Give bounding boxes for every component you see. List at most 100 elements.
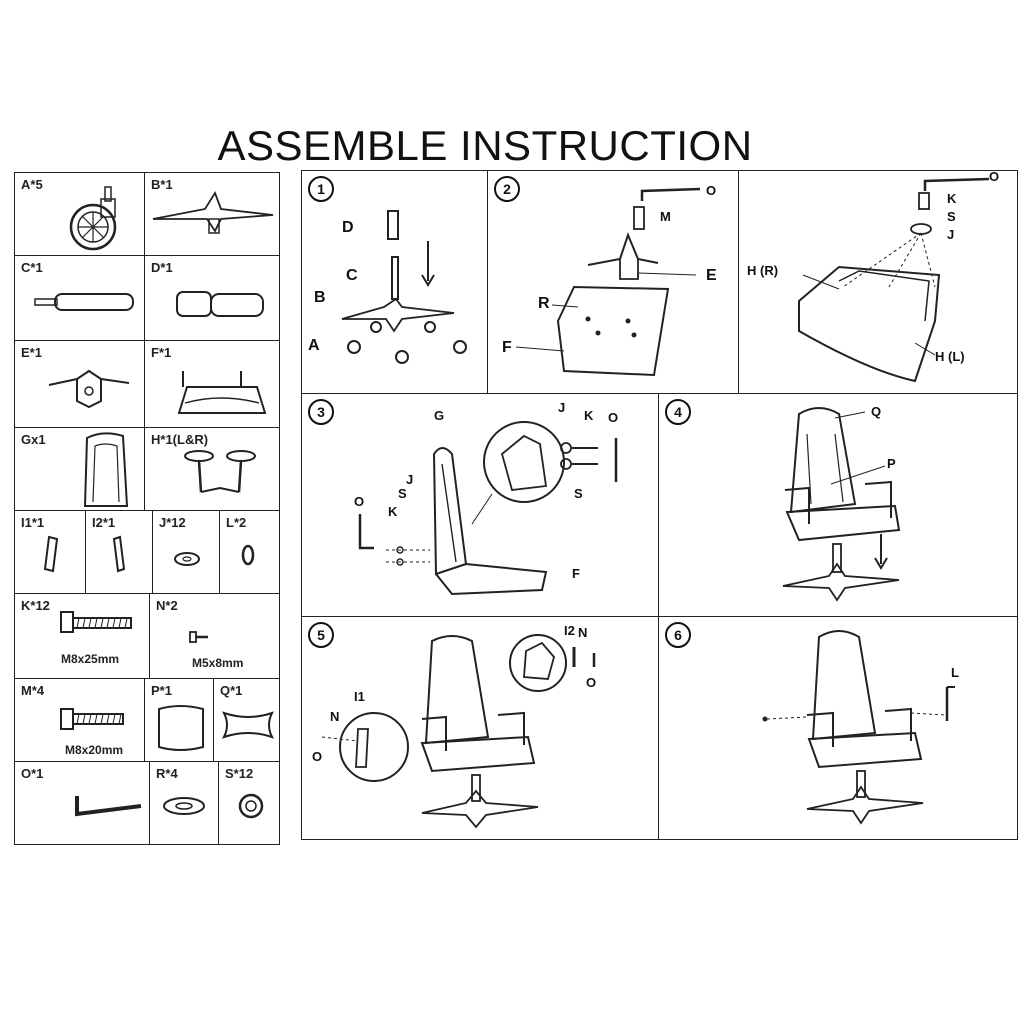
side-cover-diagram [321,634,596,829]
callout: R [538,295,550,312]
part-label: L*2 [226,515,247,530]
step-number: 1 [308,176,334,202]
part-cell-b: B*1 [144,172,280,256]
callout: P [887,456,896,471]
callout: M [660,209,671,224]
step-number: 4 [665,399,691,425]
part-label: P*1 [151,683,172,698]
callout: J [947,227,955,242]
callout: O [586,675,597,690]
page-title: ASSEMBLE INSTRUCTION [217,122,753,169]
step-3-panel: 3 G J K O S J K O F S [301,393,659,617]
part-cell-r: R*4 [149,761,219,845]
step-number: 2 [494,176,520,202]
ring-icon [241,544,255,566]
callout: F [572,566,580,581]
step-2-panel: 2 O M E R F [487,170,739,394]
part-label: Gx1 [21,432,46,447]
part-label: A*5 [21,177,43,192]
part-label: K*12 [21,598,50,613]
bolt-long-icon [60,611,132,633]
mechanism-icon [48,369,130,409]
part-cell-m: M*4 M8x20mm [14,678,145,762]
part-label: R*4 [156,766,178,781]
callout: K [388,504,398,519]
callout: S [398,486,407,501]
cover-left-icon [43,535,59,573]
callout: L [951,665,959,680]
callout: B [314,289,326,306]
cylinder-cover-icon [176,291,264,317]
callout: K [584,408,594,423]
part-label: M*4 [21,683,45,698]
part-size: M5x8mm [192,656,244,670]
chair-onto-base-diagram [782,407,901,602]
step-4-panel: 4 Q P [658,393,1018,617]
armrest-cover-diagram [762,630,955,825]
part-label: N*2 [156,598,178,613]
star-base-icon [152,190,274,234]
seat-icon [177,371,267,414]
cover-right-icon [112,535,126,573]
callout: I2 [564,623,575,638]
part-cell-o: O*1 [14,761,150,845]
part-cell-f: F*1 [144,340,280,428]
head-pillow-icon [222,711,274,739]
callout: O [312,749,323,764]
part-label: I1*1 [21,515,45,530]
part-cell-a: A*5 [14,172,145,256]
callout: N [578,625,588,640]
part-cell-q: Q*1 [213,678,280,762]
step-5-panel: 5 I2 N O N I1 O [301,616,659,840]
armrest-icon [184,450,256,493]
washer-icon [174,552,200,566]
part-cell-n: N*2 M5x8mm [149,593,280,679]
backrest-attach-diagram [358,421,618,596]
part-cell-e: E*1 [14,340,145,428]
part-cell-g: Gx1 [14,427,145,511]
callout: O [706,183,717,198]
callout: H (R) [747,263,779,278]
step-number: 6 [665,622,691,648]
part-label: I2*1 [92,515,116,530]
thick-washer-icon [163,797,205,815]
callout: N [330,709,340,724]
gas-lift-icon [34,293,134,311]
callout: J [406,472,414,487]
step-number: 3 [308,399,334,425]
callout: O [354,494,365,509]
callout: O [608,410,619,425]
pad-square-icon [158,705,204,751]
callout: C [346,267,358,284]
part-cell-p: P*1 [144,678,214,762]
callout: A [308,337,320,354]
callout: J [558,400,566,415]
part-label: Q*1 [220,683,243,698]
callout: H (L) [935,349,965,364]
callout: F [502,339,512,356]
part-label: S*12 [225,766,254,781]
part-label: E*1 [21,345,42,360]
part-label: B*1 [151,177,173,192]
part-cell-i2: I2*1 [85,510,153,594]
part-cell-h: H*1(L&R) [144,427,280,511]
callout: S [947,209,956,224]
part-cell-k: K*12 M8x25mm [14,593,150,679]
backrest-icon [83,432,129,507]
step-6-panel: 6 L [658,616,1018,840]
step-number: 5 [308,622,334,648]
part-cell-s: S*12 [218,761,280,845]
spring-washer-icon [238,793,264,819]
part-label: H*1(L&R) [151,432,209,447]
part-label: F*1 [151,345,172,360]
callout: S [574,486,583,501]
part-cell-j: J*12 [152,510,220,594]
callout: E [706,267,717,284]
callout: G [434,408,445,423]
base-assembly-diagram [341,210,467,364]
part-cell-i1: I1*1 [14,510,86,594]
callout: D [342,219,354,236]
part-size: M8x25mm [61,652,120,666]
mechanism-seat-diagram [515,187,701,377]
callout: O [989,170,1000,184]
